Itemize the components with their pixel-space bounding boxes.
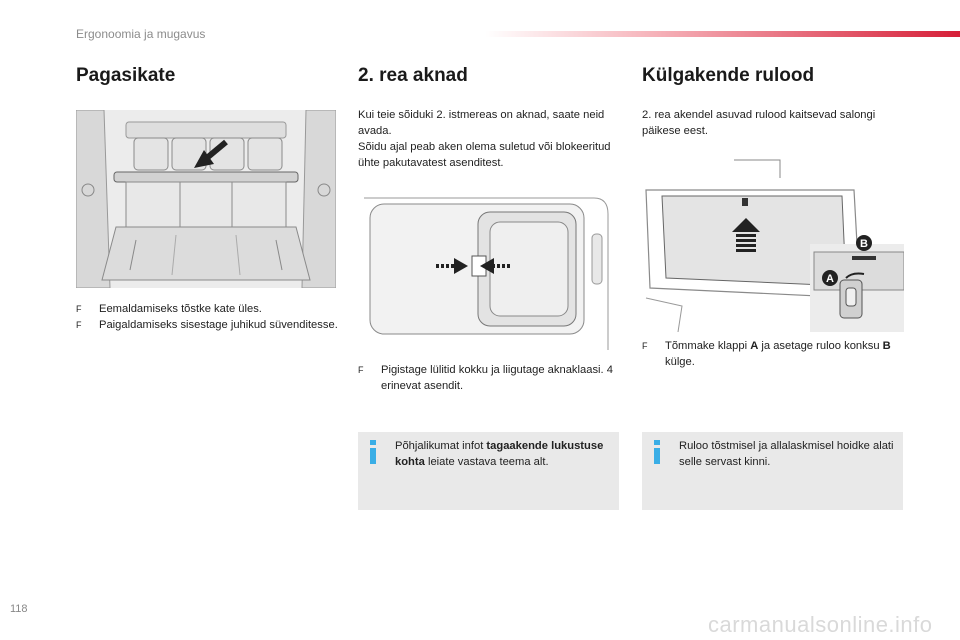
- windows-intro: Kui teie sõiduki 2. istmereas on aknad, …: [358, 109, 605, 137]
- windows-bullet-1-text: Pigistage lülitid kokku ja liigutage akn…: [381, 364, 613, 392]
- luggage-bullet-2-text: Paigaldamiseks sisestage juhikud süvendi…: [99, 319, 338, 331]
- luggage-bullet-2: F Paigaldamiseks sisestage juhikud süven…: [76, 317, 339, 333]
- blinds-intro: 2. rea akendel asuvad rulood kaitsevad s…: [642, 109, 876, 137]
- windows-info-text: Põhjalikumat infot tagaakende lukustuse …: [395, 440, 604, 468]
- luggage-bullet-1: F Eemaldamiseks tõstke kate üles.: [76, 301, 339, 317]
- windows-intro-2: Sõidu ajal peab aken olema suletud või b…: [358, 141, 611, 169]
- luggage-cover-illustration: [76, 110, 336, 288]
- callout-b-label: B: [860, 238, 868, 250]
- watermark: carmanualsonline.info: [708, 612, 933, 637]
- page-number: 118: [10, 603, 28, 615]
- blinds-info-box: Ruloo tõstmisel ja allalaskmisel hoidke …: [642, 432, 903, 510]
- luggage-bullet-1-text: Eemaldamiseks tõstke kate üles.: [99, 303, 262, 315]
- bullet-mark-icon: F: [358, 365, 364, 375]
- callout-a-label: A: [826, 273, 834, 285]
- blinds-bullet-1: F Tõmmake klappi A ja asetage ruloo konk…: [642, 340, 891, 368]
- luggage-title: Pagasikate: [76, 65, 176, 86]
- info-icon: [370, 440, 376, 464]
- windows-bullet-1: F Pigistage lülitid kokku ja liigutage a…: [358, 362, 621, 394]
- info-icon: [654, 440, 660, 464]
- windows-info-emphasis: tagaakende lukustuse kohta: [395, 440, 604, 468]
- header-accent-bar: [485, 31, 960, 37]
- section-header: Ergonoomia ja mugavus: [76, 27, 206, 41]
- blinds-info-text: Ruloo tõstmisel ja allalaskmisel hoidke …: [679, 440, 894, 468]
- blinds-title: Külgakende rulood: [642, 65, 815, 86]
- sliding-window-illustration: [358, 194, 618, 354]
- bullet-mark-icon: F: [76, 304, 82, 314]
- bullet-mark-icon: F: [76, 320, 82, 330]
- windows-title: 2. rea aknad: [358, 65, 468, 86]
- side-blind-illustration: B A: [642, 156, 904, 332]
- bullet-mark-icon: F: [642, 341, 648, 351]
- windows-info-box: Põhjalikumat infot tagaakende lukustuse …: [358, 432, 619, 510]
